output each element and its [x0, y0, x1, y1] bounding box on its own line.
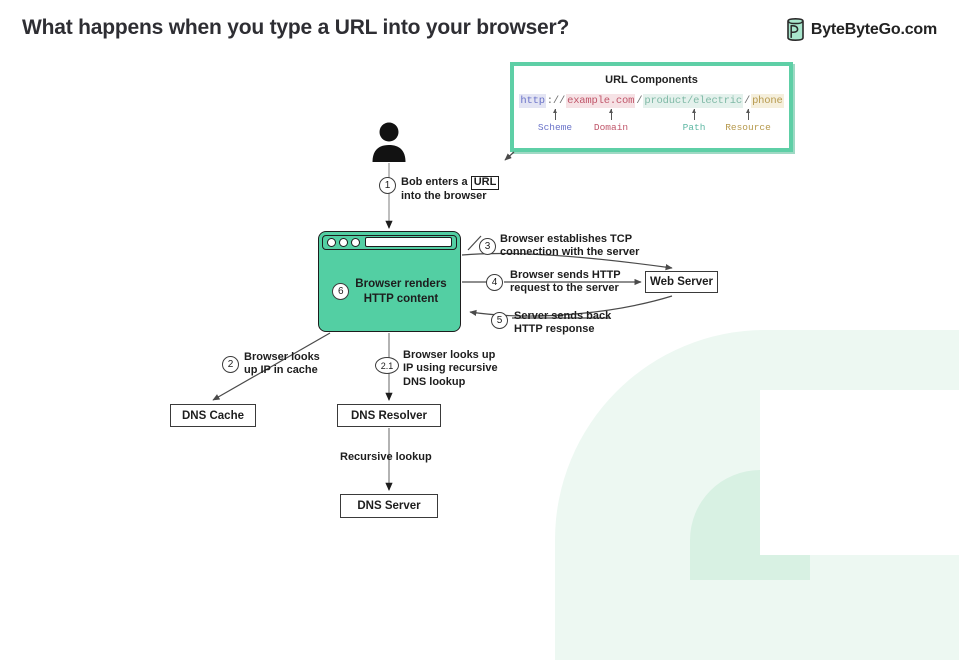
step-4-line1: Browser sends HTTP	[510, 269, 621, 281]
browser-dot-2	[339, 237, 348, 247]
diagram-canvas: What happens when you type a URL into yo…	[22, 16, 959, 660]
browser-label-line2: HTTP content	[363, 292, 439, 305]
browser-node-label: Browser renders HTTP content	[355, 277, 446, 306]
legend-pointer-resource	[745, 109, 750, 120]
edge-label-recursive-lookup: Recursive lookup	[340, 451, 432, 463]
browser-window-node[interactable]: 6 Browser renders HTTP content	[318, 231, 461, 332]
step-badge-1: 1	[379, 177, 396, 194]
step-badge-6: 6	[332, 283, 350, 300]
legend-pointer-scheme	[552, 109, 557, 120]
user-person-icon	[372, 122, 406, 162]
step-label-3: Browser establishes TCP connection with …	[500, 233, 639, 260]
legend-item-resource: Resource	[713, 109, 783, 133]
background-white-mask	[760, 390, 959, 555]
step-label-2-1: Browser looks up IP using recursive DNS …	[403, 349, 498, 389]
step-2-1-line1: Browser looks up	[403, 349, 496, 361]
step-2-1-line2: IP using recursive	[403, 362, 498, 375]
step-label-5: Server sends back HTTP response	[514, 310, 611, 337]
bytebytego-cylinder-logo-icon	[787, 18, 804, 41]
step-label-4: Browser sends HTTP request to the server	[510, 269, 621, 296]
step-3-line1: Browser establishes TCP	[500, 233, 633, 245]
connector-layer	[212, 151, 673, 492]
url-segment-scheme: http	[519, 94, 546, 108]
step-4-line2: request to the server	[510, 282, 619, 295]
url-segment-resource: phone	[751, 94, 784, 108]
url-separator-3: /	[743, 95, 751, 107]
legend-label-scheme: Scheme	[537, 122, 573, 133]
step-badge-3: 3	[479, 238, 496, 255]
step-label-2: Browser looks up IP in cache	[244, 351, 320, 378]
browser-body: 6 Browser renders HTTP content	[319, 250, 460, 333]
browser-dot-3	[351, 237, 360, 247]
legend-label-path: Path	[682, 122, 706, 133]
legend-pointer-path	[691, 109, 696, 120]
legend-item-scheme: Scheme	[520, 109, 590, 133]
legend-label-domain: Domain	[593, 122, 629, 133]
url-legend: Scheme Domain Path Resource	[514, 109, 789, 145]
legend-item-path: Path	[659, 109, 729, 133]
legend-pointer-domain	[608, 109, 613, 120]
browser-address-bar[interactable]	[365, 237, 452, 247]
browser-dot-1	[327, 237, 336, 247]
url-separator-1: ://	[546, 95, 566, 107]
step-5-line2: HTTP response	[514, 323, 595, 336]
step-badge-4: 4	[486, 274, 503, 291]
url-chip: URL	[470, 176, 500, 190]
step-2-line1: Browser looks	[244, 351, 320, 363]
step-2-line2: up IP in cache	[244, 364, 318, 377]
node-dns-cache[interactable]: DNS Cache	[170, 404, 256, 427]
page-title: What happens when you type a URL into yo…	[22, 16, 570, 39]
url-example-string: http://example.com/product/electric/phon…	[514, 94, 789, 108]
step-5-line1: Server sends back	[514, 310, 612, 322]
background-blob-primary	[555, 330, 959, 660]
step-badge-2-1: 2.1	[375, 357, 399, 374]
node-web-server[interactable]: Web Server	[645, 271, 718, 293]
legend-label-resource: Resource	[725, 122, 771, 133]
step-3-line2: connection with the server	[500, 246, 640, 259]
url-panel-title: URL Components	[605, 74, 698, 86]
browser-chrome-bar	[322, 234, 457, 250]
step-1-line2: into the browser	[401, 189, 487, 202]
legend-item-domain: Domain	[576, 109, 646, 133]
brand-logo-block: ByteByteGo.com	[786, 18, 937, 41]
step-2-1-line3: DNS lookup	[403, 375, 466, 388]
url-segment-path: product/electric	[643, 94, 743, 108]
browser-label-line1: Browser renders	[355, 278, 447, 291]
url-separator-2: /	[636, 95, 643, 107]
node-dns-server[interactable]: DNS Server	[340, 494, 438, 518]
url-components-panel: URL Components http://example.com/produc…	[510, 62, 793, 152]
brand-name: ByteByteGo.com	[810, 20, 937, 38]
step-badge-5: 5	[491, 312, 508, 329]
step-badge-2: 2	[222, 356, 239, 373]
url-segment-domain: example.com	[566, 94, 636, 108]
step-1-line1: Bob enters a	[401, 176, 468, 188]
node-dns-resolver[interactable]: DNS Resolver	[337, 404, 441, 427]
background-blob-accent	[690, 470, 810, 580]
step-label-1: Bob enters a URL into the browser	[401, 176, 500, 203]
